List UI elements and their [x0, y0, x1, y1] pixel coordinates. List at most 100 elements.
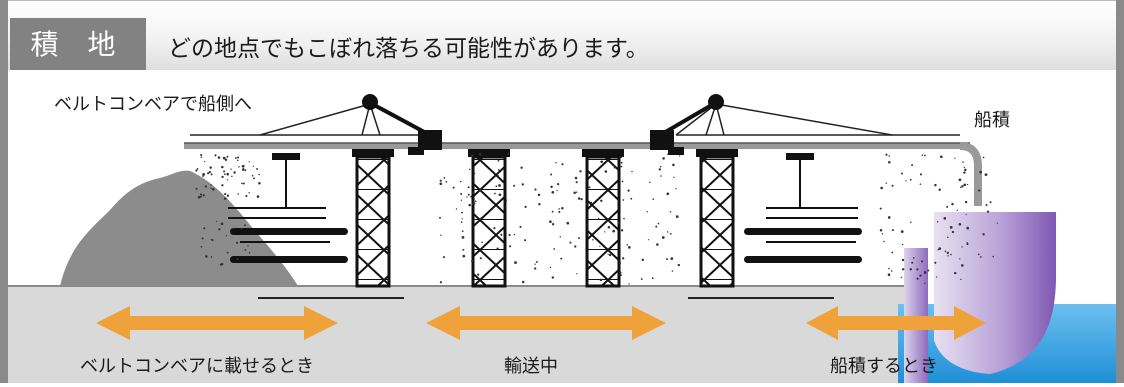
spill-particle — [258, 173, 260, 176]
spill-particle — [602, 245, 605, 248]
spill-particle — [210, 187, 212, 189]
spill-particle — [619, 271, 622, 274]
spill-particle — [891, 184, 894, 187]
spill-particles — [195, 153, 998, 285]
spill-particle — [202, 175, 204, 177]
spill-particle — [911, 164, 914, 167]
spill-particle — [888, 267, 890, 270]
spill-particle — [628, 283, 630, 285]
spill-particle — [203, 227, 206, 230]
spill-particle — [966, 183, 969, 186]
spill-particle — [230, 168, 232, 170]
spill-particle — [977, 253, 980, 256]
spill-particle — [538, 202, 541, 206]
spill-particle — [557, 183, 560, 186]
spill-particle — [669, 232, 672, 235]
spill-particle — [958, 178, 962, 182]
spill-particle — [474, 200, 477, 202]
spill-particle — [961, 185, 964, 188]
spill-particle — [509, 245, 512, 248]
spill-particle — [462, 254, 466, 258]
spill-particle — [580, 198, 583, 201]
spill-particle — [947, 236, 949, 238]
spill-particle — [555, 162, 557, 164]
spill-particle — [909, 178, 912, 181]
spill-particle — [558, 208, 560, 210]
spill-particle — [934, 183, 937, 187]
spill-particle — [670, 257, 674, 260]
tower-2 — [468, 149, 510, 288]
spill-particle — [472, 191, 475, 195]
spill-particle — [986, 210, 990, 213]
spill-particle — [224, 158, 228, 162]
spill-particle — [620, 161, 623, 164]
spill-particle — [551, 210, 554, 213]
spill-particle — [658, 168, 661, 171]
spill-particle — [468, 168, 471, 171]
spill-particle — [604, 231, 606, 233]
spill-particle — [597, 217, 600, 220]
spill-particle — [599, 278, 603, 282]
spill-particle — [569, 241, 572, 244]
spill-particle — [912, 257, 915, 259]
spill-particle — [461, 211, 463, 214]
spill-particle — [881, 233, 884, 235]
spill-particle — [901, 258, 905, 262]
spill-particle — [923, 271, 927, 274]
spill-particle — [927, 269, 930, 272]
spill-particle — [519, 225, 522, 228]
spill-particle — [467, 193, 470, 196]
spill-particle — [607, 253, 609, 255]
spill-particle — [573, 191, 576, 194]
spill-particle — [240, 228, 243, 230]
spill-particle — [954, 157, 956, 159]
left-pulley — [362, 94, 378, 110]
spill-particle — [226, 156, 229, 158]
spill-particle — [478, 153, 482, 156]
spill-particle — [577, 197, 581, 200]
spill-particle — [443, 177, 446, 179]
spill-particle — [234, 157, 237, 159]
tower-3 — [582, 149, 624, 288]
section-tag: 積 地 — [10, 18, 146, 71]
spill-particle — [550, 185, 553, 189]
spill-particle — [220, 222, 224, 226]
spill-particle — [619, 274, 622, 277]
spill-particle — [960, 264, 964, 267]
spill-particle — [673, 176, 675, 178]
spill-particle — [919, 173, 923, 176]
spill-particle — [439, 179, 442, 182]
spill-particle — [443, 257, 445, 259]
spill-particle — [902, 243, 904, 246]
spill-particle — [205, 255, 208, 258]
spill-particle — [256, 167, 259, 170]
tower-4 — [696, 149, 738, 288]
spill-particle — [585, 203, 588, 205]
left-drive-unit — [418, 130, 442, 150]
spill-particle — [219, 263, 222, 266]
spill-particle — [600, 199, 603, 202]
label-ship-loading: 船積するとき — [830, 356, 938, 377]
spill-particle — [626, 244, 628, 246]
spill-particle — [480, 217, 483, 219]
label-belt-to-ship: ベルトコンベアで船側へ — [54, 94, 252, 115]
spill-particle — [513, 233, 516, 236]
spill-particle — [534, 263, 536, 265]
spill-particle — [221, 175, 224, 179]
spill-particle — [630, 197, 633, 200]
spill-particle — [627, 189, 630, 192]
spill-particle — [911, 261, 914, 264]
spill-particle — [601, 274, 604, 277]
spill-particle — [237, 159, 239, 162]
right-drive-unit — [650, 130, 674, 150]
spill-particle — [218, 228, 221, 231]
spill-particle — [445, 180, 448, 183]
spill-particle — [236, 258, 239, 261]
spill-particle — [439, 281, 442, 284]
spill-particle — [578, 237, 580, 240]
spill-particle — [954, 271, 957, 275]
spill-particle — [938, 247, 942, 250]
spill-particle — [214, 154, 217, 157]
spill-particle — [241, 164, 245, 168]
spill-particle — [659, 165, 662, 168]
